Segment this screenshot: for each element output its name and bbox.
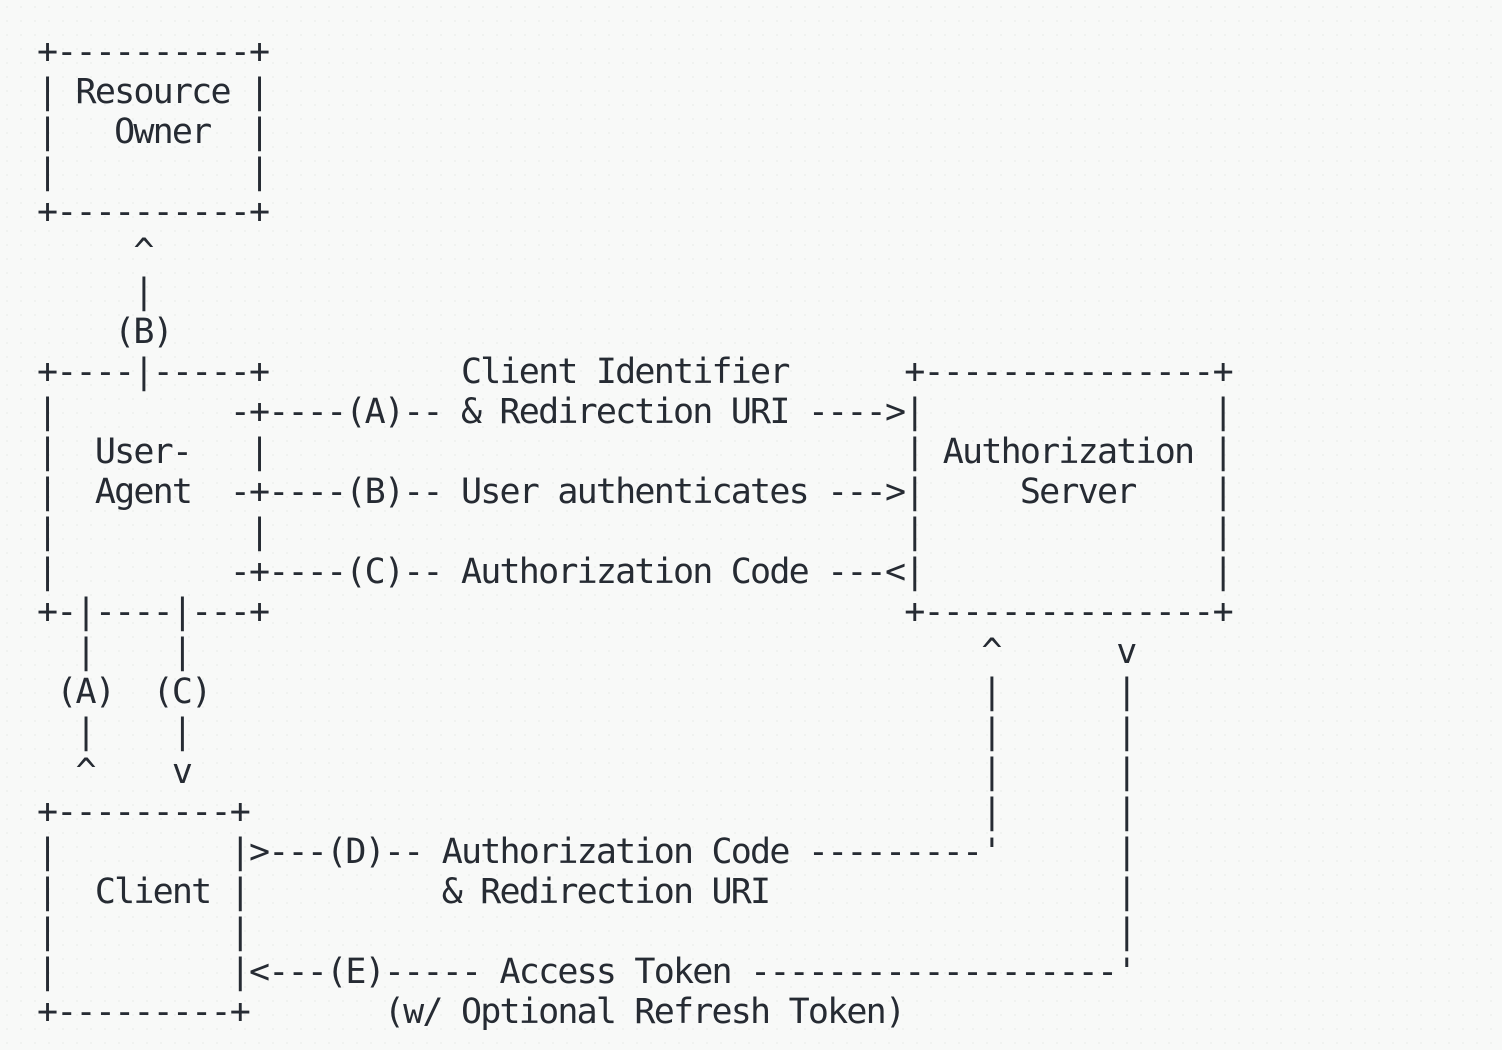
oauth-authorization-code-flow-ascii-diagram: +----------+ | Resource | | Owner | | | …	[37, 32, 1234, 1032]
